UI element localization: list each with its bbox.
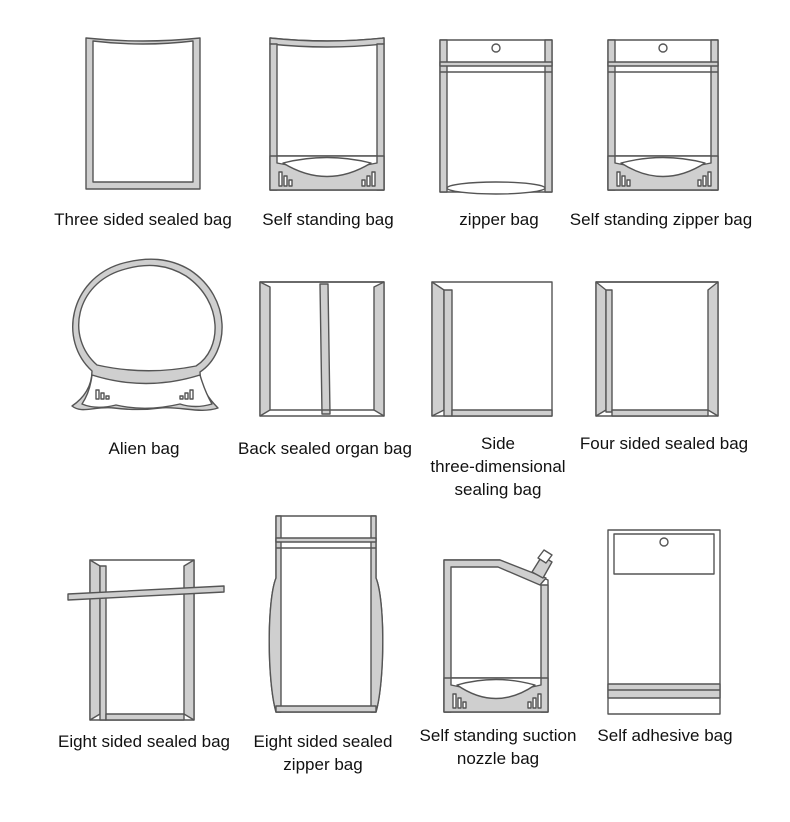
self-standing-zipper-bag-icon: [607, 39, 719, 191]
label-self-standing-suction-nozzle-bag: Self standing suction nozzle bag: [419, 726, 577, 768]
self-adhesive-bag-icon: [607, 529, 721, 715]
label-three-sided-sealed-bag: Three sided sealed bag: [54, 210, 232, 229]
zipper-bag-icon: [439, 39, 553, 195]
label-side-three-dimensional-sealing-bag: Side three-dimensional sealing bag: [430, 434, 566, 499]
self-standing-suction-nozzle-bag-icon: [443, 549, 553, 713]
side-three-dimensional-sealing-bag-icon: [431, 281, 553, 417]
label-self-adhesive-bag: Self adhesive bag: [597, 726, 733, 745]
eight-sided-sealed-zipper-bag-icon: [268, 515, 384, 713]
four-sided-sealed-bag-icon: [595, 281, 719, 417]
label-self-standing-zipper-bag: Self standing zipper bag: [569, 210, 753, 229]
label-self-standing-bag: Self standing bag: [262, 210, 394, 229]
label-alien-bag: Alien bag: [108, 439, 180, 458]
label-eight-sided-sealed-zipper-bag: Eight sided sealed zipper bag: [253, 732, 393, 774]
eight-sided-sealed-bag-icon: [67, 559, 225, 721]
label-zipper-bag: zipper bag: [459, 210, 539, 229]
back-sealed-organ-bag-icon: [259, 281, 385, 417]
label-four-sided-sealed-bag: Four sided sealed bag: [579, 434, 749, 453]
label-eight-sided-sealed-bag: Eight sided sealed bag: [57, 732, 231, 751]
self-standing-bag-icon: [269, 37, 385, 191]
label-back-sealed-organ-bag: Back sealed organ bag: [238, 439, 412, 458]
alien-bag-icon: [71, 258, 223, 411]
three-sided-sealed-bag-icon: [85, 37, 201, 190]
